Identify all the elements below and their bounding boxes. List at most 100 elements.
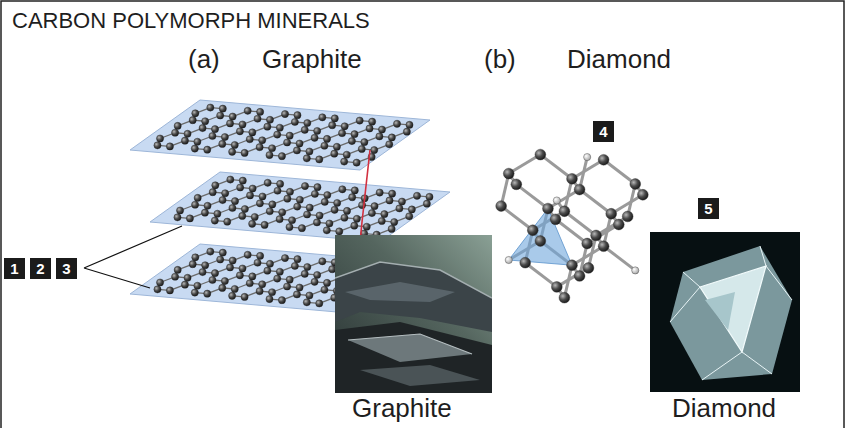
- carbon-atom: [284, 195, 291, 202]
- carbon-atom: [229, 292, 236, 299]
- carbon-atom: [294, 256, 301, 263]
- photo-caption: Diamond: [672, 393, 776, 424]
- carbon-atom: [326, 220, 333, 227]
- diamond-photo: [705, 292, 735, 330]
- carbon-bond: [604, 246, 636, 270]
- carbon-atom: [286, 276, 293, 283]
- diamond-photo: [650, 232, 800, 392]
- carbon-atom: [246, 192, 253, 199]
- carbon-atom: [388, 134, 395, 141]
- carbon-atom: [194, 282, 201, 289]
- carbon-atom: [241, 149, 248, 156]
- carbon-atom: [256, 288, 263, 295]
- carbon-atom: [166, 287, 173, 294]
- carbon-atom: [207, 248, 214, 255]
- carbon-atom: [316, 212, 323, 219]
- carbon-atom: [598, 154, 609, 165]
- carbon-atom: [209, 189, 216, 196]
- carbon-atom: [207, 104, 214, 111]
- carbon-atom: [413, 192, 420, 199]
- carbon-atom: [191, 289, 198, 296]
- carbon-atom: [264, 267, 271, 274]
- carbon-atom: [219, 196, 226, 203]
- carbon-atom: [331, 206, 338, 213]
- graphite-photo: [335, 322, 492, 393]
- carbon-atom: [224, 218, 231, 225]
- callout-number: 4: [599, 124, 607, 139]
- carbon-atom: [336, 228, 343, 235]
- carbon-atom: [236, 272, 243, 279]
- carbon-atom: [311, 190, 318, 197]
- panel-letter: (a): [188, 44, 220, 75]
- carbon-atom: [378, 217, 385, 224]
- carbon-atom: [361, 139, 368, 146]
- carbon-atom: [266, 295, 273, 302]
- carbon-atom: [249, 185, 256, 192]
- carbon-atom: [277, 180, 284, 187]
- carbon-atom: [351, 187, 358, 194]
- carbon-atom: [278, 153, 285, 160]
- carbon-atom: [368, 209, 375, 216]
- carbon-atom: [351, 222, 358, 229]
- carbon-atom: [276, 216, 283, 223]
- carbon-atom: [319, 114, 326, 121]
- carbon-atom: [184, 274, 191, 281]
- carbon-atom: [249, 273, 256, 280]
- structure-label: Graphite: [262, 44, 362, 75]
- graphite-sheet: [150, 172, 450, 242]
- carbon-atom: [511, 179, 522, 190]
- carbon-atom: [254, 115, 261, 122]
- carbon-atom: [239, 265, 246, 272]
- carbon-atom: [306, 204, 313, 211]
- carbon-atom: [199, 124, 206, 131]
- carbon-atom: [550, 214, 561, 225]
- carbon-atom: [259, 281, 266, 288]
- carbon-atom: [217, 112, 224, 119]
- carbon-atom: [398, 198, 405, 205]
- carbon-atom: [281, 254, 288, 261]
- graphite-photo: [348, 334, 472, 354]
- carbon-atom: [323, 279, 330, 286]
- carbon-atom: [189, 261, 196, 268]
- carbon-atom: [386, 141, 393, 148]
- carbon-atom: [264, 179, 271, 186]
- title-text: CARBON POLYMORPH MINERALS: [12, 8, 370, 33]
- carbon-atom: [388, 225, 395, 232]
- carbon-atom: [229, 113, 236, 120]
- carbon-atom: [298, 225, 305, 232]
- carbon-atom: [219, 284, 226, 291]
- carbon-atom: [229, 257, 236, 264]
- carbon-atom: [284, 139, 291, 146]
- carbon-atom: [281, 110, 288, 117]
- carbon-atom: [341, 123, 348, 130]
- carbon-atom: [301, 182, 308, 189]
- carbon-atom: [154, 286, 161, 293]
- carbon-atom: [338, 130, 345, 137]
- carbon-atom: [353, 215, 360, 222]
- carbon-atom: [426, 193, 433, 200]
- carbon-atom: [291, 118, 298, 125]
- carbon-atom: [256, 144, 263, 151]
- carbon-atom: [371, 146, 378, 153]
- carbon-atom: [284, 283, 291, 290]
- carbon-atom: [276, 268, 283, 275]
- carbon-atom: [256, 200, 263, 207]
- carbon-atom: [349, 194, 356, 201]
- carbon-atom: [294, 112, 301, 119]
- carbon-atom: [231, 141, 238, 148]
- graphite-photo: [360, 365, 480, 386]
- carbon-atom: [505, 256, 512, 263]
- carbon-atom: [174, 214, 181, 221]
- carbon-atom: [214, 210, 221, 217]
- carbon-atom: [567, 260, 578, 271]
- carbon-atom: [321, 198, 328, 205]
- carbon-atom: [303, 155, 310, 162]
- carbon-atom: [303, 299, 310, 306]
- carbon-atom: [381, 211, 388, 218]
- carbon-atom: [329, 266, 336, 273]
- carbon-atom: [553, 197, 560, 204]
- carbon-atom: [219, 140, 226, 147]
